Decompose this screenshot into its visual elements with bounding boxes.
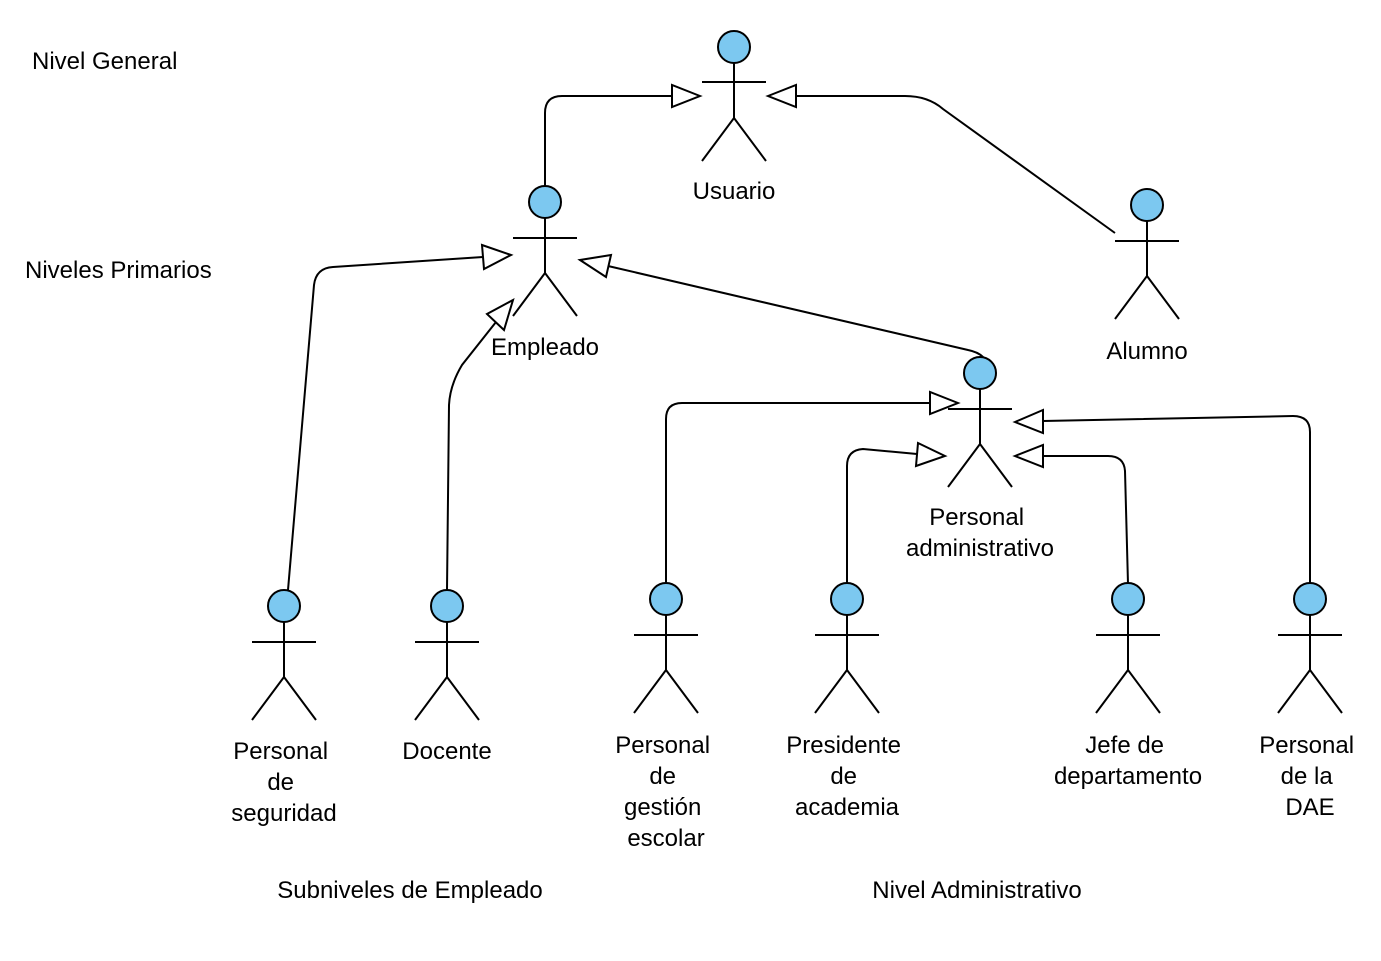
actor-docente[interactable]: Docente <box>402 589 492 765</box>
generalization-arrow-icon <box>485 297 515 332</box>
edge-empleado-usuario <box>544 95 672 186</box>
edge-alumno-usuario <box>796 95 1116 234</box>
edge-admin-empleado <box>607 265 984 358</box>
edge-gestion-admin <box>665 402 930 584</box>
generalization-arrow-icon <box>765 83 797 109</box>
level-label-admin: Nivel Administrativo <box>872 877 1081 904</box>
level-label-employee-sub: Subniveles de Empleado <box>277 877 543 904</box>
actor-personal-seguridad[interactable]: Personal de seguridad <box>231 589 337 827</box>
actor-body-icon <box>633 615 699 714</box>
edge-docente-empleado <box>446 321 497 591</box>
actor-head-icon <box>1111 582 1145 616</box>
actor-head-icon <box>430 589 464 623</box>
edge-seguridad-empleado <box>287 256 484 591</box>
actor-head-icon <box>1293 582 1327 616</box>
actor-personal-administrativo[interactable]: Personal administrativo <box>906 356 1054 562</box>
actor-personal-dae[interactable]: Personal de la DAE <box>1259 582 1360 821</box>
actor-body-icon <box>947 389 1013 488</box>
edge-presidente-admin <box>846 447 918 584</box>
actor-head-icon <box>528 185 562 219</box>
generalization-arrow-icon <box>914 441 948 468</box>
actor-body-icon <box>414 622 480 721</box>
actor-personal-gestion-escolar[interactable]: Personal de gestión escolar <box>615 582 716 852</box>
generalization-arrow-icon <box>1012 443 1044 469</box>
actor-label: Docente <box>402 738 491 765</box>
actor-label: Presidente de academia <box>786 732 907 821</box>
actor-head-icon <box>963 356 997 390</box>
actor-body-icon <box>814 615 880 714</box>
generalization-arrow-icon <box>671 83 703 109</box>
actor-body-icon <box>1114 221 1180 320</box>
actor-head-icon <box>830 582 864 616</box>
actor-body-icon <box>1277 615 1343 714</box>
generalization-arrow-icon <box>929 390 961 416</box>
actor-body-icon <box>701 63 767 162</box>
actor-head-icon <box>649 582 683 616</box>
actor-head-icon <box>267 589 301 623</box>
actor-head-icon <box>717 30 751 64</box>
actor-usuario[interactable]: Usuario <box>693 30 776 205</box>
actor-alumno[interactable]: Alumno <box>1106 188 1188 365</box>
edge-dae-admin <box>1042 414 1311 584</box>
actor-head-icon <box>1130 188 1164 222</box>
edge-jefe-admin <box>1043 455 1129 585</box>
actor-body-icon <box>1095 615 1161 714</box>
level-label-primary: Niveles Primarios <box>25 257 212 284</box>
actor-label: Personal de la DAE <box>1259 732 1360 821</box>
actor-label: Personal de gestión escolar <box>615 732 716 852</box>
generalization-arrow-icon <box>577 253 613 279</box>
actor-presidente-academia[interactable]: Presidente de academia <box>786 582 907 821</box>
actor-label: Jefe de departamento <box>1054 732 1202 790</box>
actor-label: Empleado <box>491 334 599 361</box>
actor-label: Alumno <box>1106 338 1187 365</box>
actor-body-icon <box>512 218 578 317</box>
actor-empleado[interactable]: Empleado <box>491 185 599 361</box>
actor-jefe-departamento[interactable]: Jefe de departamento <box>1054 582 1202 790</box>
actor-label: Usuario <box>693 178 776 205</box>
generalization-arrow-icon <box>1012 408 1044 435</box>
generalization-arrow-icon <box>480 243 514 271</box>
actor-label: Personal de seguridad <box>231 738 336 827</box>
actor-label: Personal administrativo <box>906 504 1054 562</box>
level-label-general: Nivel General <box>32 48 177 75</box>
actor-body-icon <box>251 622 317 721</box>
